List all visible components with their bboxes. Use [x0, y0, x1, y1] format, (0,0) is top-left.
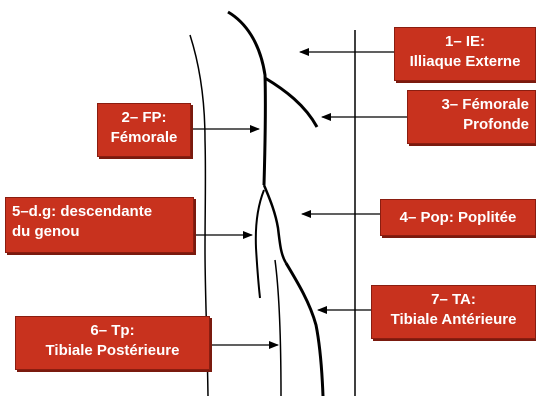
label-line: Illiaque Externe [401, 52, 529, 72]
label-tibiale-anterieure: 7– TA: Tibiale Antérieure [371, 285, 536, 339]
vessel-femorale [228, 12, 265, 185]
label-tibiale-posterieure: 6– Tp: Tibiale Postérieure [15, 316, 210, 370]
vessel-tibiale-anterieure [286, 263, 323, 396]
label-line: Fémorale [104, 128, 184, 148]
label-descendante-genou: 5–d.g: descendante du genou [5, 197, 194, 253]
label-line: du genou [12, 222, 187, 242]
label-line: Tibiale Postérieure [22, 341, 203, 361]
label-line: 3– Fémorale [414, 95, 529, 115]
label-line: 5–d.g: descendante [12, 202, 187, 222]
label-iliaque-externe: 1– IE: Illiaque Externe [394, 27, 536, 81]
label-line: 7– TA: [378, 290, 529, 310]
label-line: 4– Pop: Poplitée [387, 204, 529, 232]
label-poplitee: 4– Pop: Poplitée [380, 199, 536, 236]
label-line: 1– IE: [401, 32, 529, 52]
vessel-tibiale-posterieure [275, 260, 281, 396]
label-line: 2– FP: [104, 108, 184, 128]
label-line: Tibiale Antérieure [378, 310, 529, 330]
label-line: Profonde [414, 115, 529, 135]
label-femorale: 2– FP: Fémorale [97, 103, 191, 157]
label-femorale-profonde: 3– Fémorale Profonde [407, 90, 536, 144]
vessel-poplitee [264, 185, 286, 263]
label-line: 6– Tp: [22, 321, 203, 341]
vessel-descendante-genou [256, 190, 264, 298]
vessel-femorale-profonde [265, 78, 317, 127]
